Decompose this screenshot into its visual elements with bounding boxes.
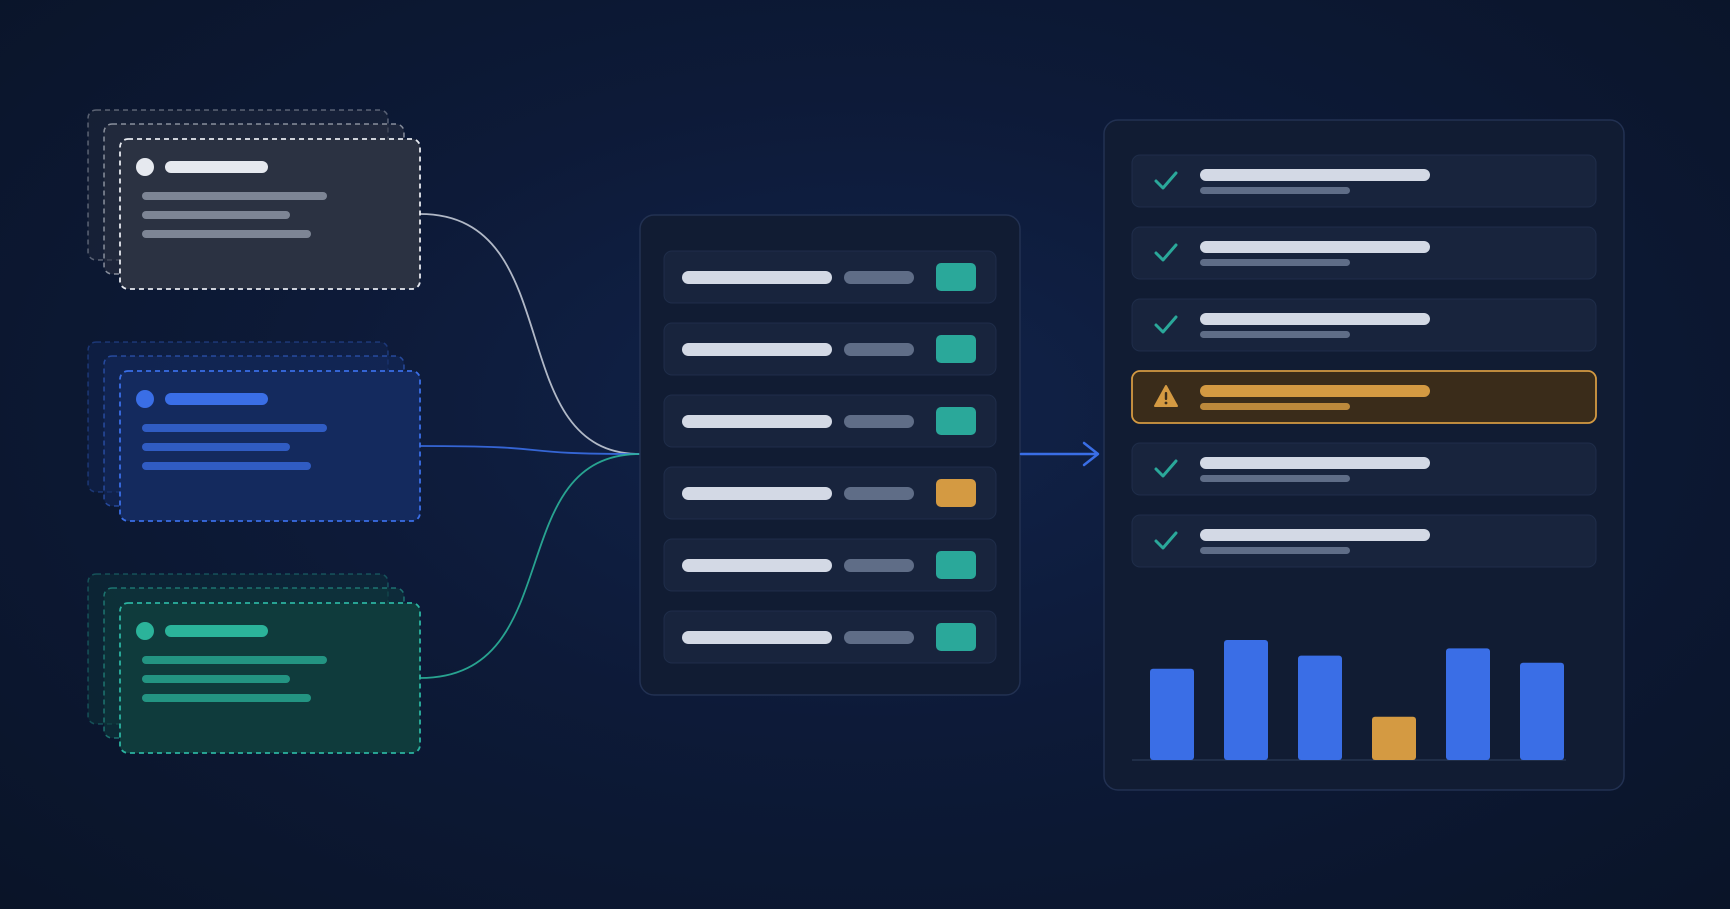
source-title-bar xyxy=(165,393,268,405)
result-row-sub-bar xyxy=(1200,187,1350,194)
result-row-title-bar xyxy=(1200,457,1430,469)
result-row xyxy=(1131,442,1597,496)
queue-row-status-badge xyxy=(936,623,976,651)
queue-row-title-bar xyxy=(682,343,832,356)
queue-row xyxy=(663,322,997,376)
result-row-title-bar xyxy=(1200,169,1430,181)
source-text-line xyxy=(142,462,311,470)
results-bar-chart xyxy=(1132,640,1566,761)
source-text-line xyxy=(142,230,311,238)
source-card-stacks xyxy=(87,109,421,754)
queue-row xyxy=(663,394,997,448)
check-icon xyxy=(1154,243,1178,262)
result-row-title-bar xyxy=(1200,313,1430,325)
queue-row-title-bar xyxy=(682,559,832,572)
source-text-line xyxy=(142,443,290,451)
result-row-sub-bar xyxy=(1200,403,1350,410)
queue-row-status-badge xyxy=(936,263,976,291)
queue-row xyxy=(663,610,997,664)
result-row-title-bar xyxy=(1200,529,1430,541)
connector-line xyxy=(419,213,641,455)
source-title-bar xyxy=(165,625,268,637)
source-title-bar xyxy=(165,161,268,173)
result-row xyxy=(1131,298,1597,352)
queue-row xyxy=(663,250,997,304)
result-row xyxy=(1131,226,1597,280)
source-stack-blue xyxy=(87,341,421,522)
connector-line xyxy=(419,445,641,455)
check-icon xyxy=(1154,315,1178,334)
source-text-line xyxy=(142,424,327,432)
warning-icon xyxy=(1154,385,1178,407)
arrow-head xyxy=(1082,441,1100,467)
warning-mark xyxy=(1164,392,1168,400)
queue-row-status-badge xyxy=(936,407,976,435)
source-dot xyxy=(136,158,154,176)
result-row-title-bar xyxy=(1200,385,1430,397)
chart-bar xyxy=(1372,716,1416,760)
queue-row-meta-bar xyxy=(844,415,914,428)
source-text-line xyxy=(142,656,327,664)
queue-row-meta-bar xyxy=(844,559,914,572)
check-icon xyxy=(1154,459,1178,478)
processing-panel xyxy=(639,214,1021,696)
queue-row-title-bar xyxy=(682,415,832,428)
connector-line xyxy=(419,453,641,679)
queue-row-meta-bar xyxy=(844,271,914,284)
chart-bar xyxy=(1298,655,1342,760)
result-row-title-bar xyxy=(1200,241,1430,253)
queue-row-title-bar xyxy=(682,271,832,284)
queue-row-meta-bar xyxy=(844,487,914,500)
source-text-line xyxy=(142,192,327,200)
chart-bar xyxy=(1446,648,1490,760)
chart-bar xyxy=(1224,640,1268,760)
source-text-line xyxy=(142,211,290,219)
queue-row-title-bar xyxy=(682,631,832,644)
source-dot xyxy=(136,622,154,640)
queue-row-status-badge xyxy=(936,479,976,507)
result-row xyxy=(1131,514,1597,568)
flow-arrow xyxy=(1019,441,1100,467)
source-dot xyxy=(136,390,154,408)
queue-row-meta-bar xyxy=(844,343,914,356)
result-row-sub-bar xyxy=(1200,475,1350,482)
source-text-line xyxy=(142,694,311,702)
results-panel xyxy=(1103,119,1625,791)
queue-row-title-bar xyxy=(682,487,832,500)
queue-row-meta-bar xyxy=(844,631,914,644)
result-row-sub-bar xyxy=(1200,259,1350,266)
source-text-line xyxy=(142,675,290,683)
queue-row xyxy=(663,538,997,592)
result-row-sub-bar xyxy=(1200,547,1350,554)
chart-bar xyxy=(1150,668,1194,760)
result-row xyxy=(1131,154,1597,208)
queue-row-status-badge xyxy=(936,551,976,579)
warning-dot xyxy=(1164,401,1168,405)
queue-row-status-badge xyxy=(936,335,976,363)
result-row-sub-bar xyxy=(1200,331,1350,338)
connector-lines xyxy=(419,213,641,679)
chart-bar xyxy=(1520,662,1564,760)
check-icon xyxy=(1154,531,1178,550)
source-stack-teal xyxy=(87,573,421,754)
check-icon xyxy=(1154,171,1178,190)
result-row xyxy=(1131,370,1597,424)
queue-row xyxy=(663,466,997,520)
source-stack-gray xyxy=(87,109,421,290)
